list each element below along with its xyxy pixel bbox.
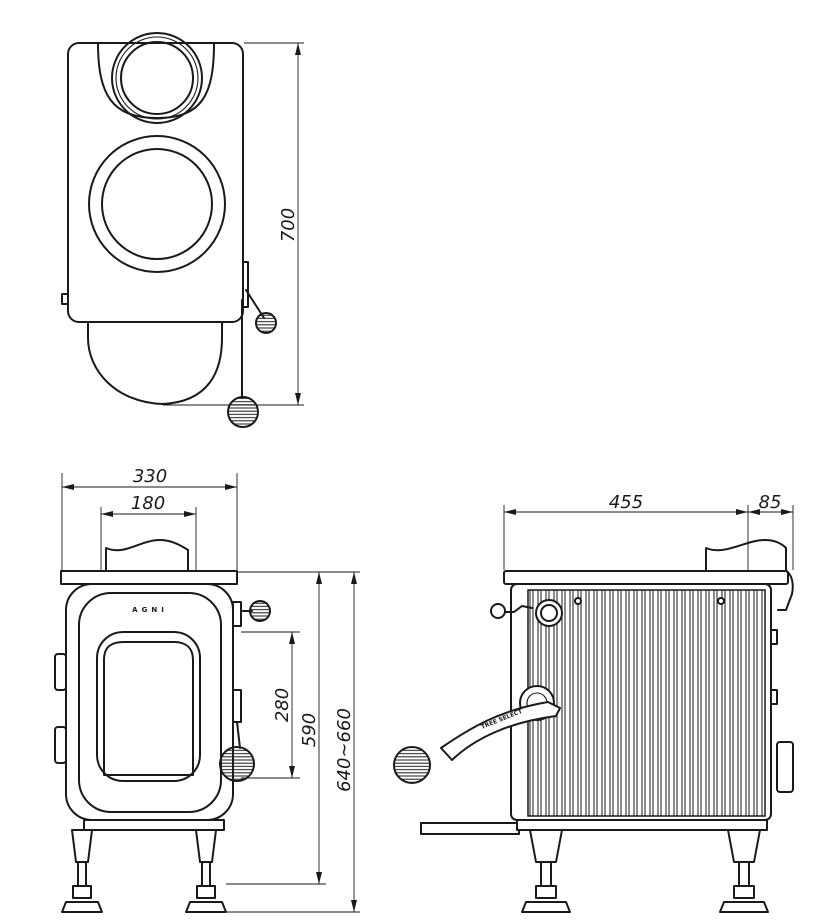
side-top-plate xyxy=(503,570,789,585)
air-handle-knob xyxy=(393,746,431,784)
side-lever-mount xyxy=(242,261,249,308)
dim-label-640-660: 640~660 xyxy=(334,708,355,792)
flue-collar xyxy=(97,42,215,119)
damper-knob xyxy=(255,312,277,334)
dim-label-590: 590 xyxy=(299,713,320,747)
dim-label-280: 280 xyxy=(272,688,293,722)
side-front-leg xyxy=(521,829,571,913)
side-rear-leg xyxy=(719,829,769,913)
stove-top-outline xyxy=(67,42,244,323)
ash-pan-outline xyxy=(87,317,223,405)
window-outer xyxy=(96,631,201,782)
left-latch xyxy=(61,293,69,305)
dim-label-455: 455 xyxy=(609,492,643,513)
dim-label-330: 330 xyxy=(133,466,167,487)
side-damper-arm xyxy=(499,605,533,613)
dim-label-85: 85 xyxy=(759,492,782,513)
front-view: 330 180 AGNI xyxy=(54,466,360,913)
air-handle-arm xyxy=(440,701,561,761)
top-plate xyxy=(60,570,238,585)
top-view: 700 xyxy=(61,32,304,428)
stove-body xyxy=(65,583,234,821)
side-base-plate xyxy=(516,819,768,831)
air-lever-knob xyxy=(227,396,259,428)
flue-ring-inner xyxy=(120,41,194,115)
upper-hinge xyxy=(54,653,67,691)
flue-pipe-break xyxy=(105,539,189,572)
lower-hinge xyxy=(54,726,67,764)
door-frame xyxy=(78,592,222,813)
flue-ring-outer xyxy=(111,32,203,124)
damper-knob-front xyxy=(249,600,271,622)
side-damper-ring xyxy=(535,599,563,627)
cooling-fins xyxy=(527,589,766,817)
air-lever-knob-front xyxy=(219,746,255,782)
rear-lip xyxy=(777,570,794,611)
flue-ring-mid xyxy=(115,36,199,120)
left-leg xyxy=(61,829,103,913)
brand-logo: AGNI xyxy=(132,606,168,614)
dim-label-700: 700 xyxy=(278,208,299,242)
window-glass xyxy=(103,641,194,776)
rear-box xyxy=(776,741,794,793)
dim-label-180: 180 xyxy=(131,493,165,514)
right-leg xyxy=(185,829,227,913)
base-plate xyxy=(83,819,225,831)
side-flue-pipe xyxy=(705,539,787,572)
cooktop-inner xyxy=(101,148,213,260)
side-view: 455 85 TREE SELECT xyxy=(393,492,794,913)
cooktop-outer xyxy=(88,135,226,273)
ash-tray xyxy=(420,822,520,835)
